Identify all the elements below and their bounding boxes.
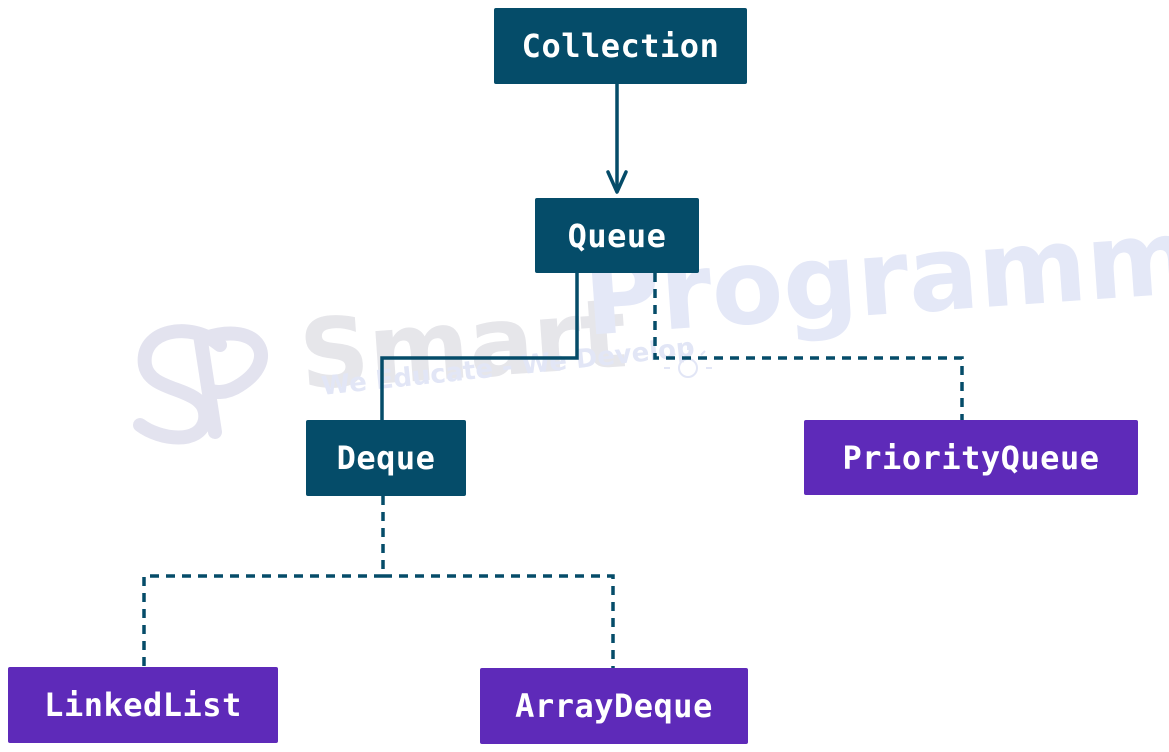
node-linkedlist: LinkedList xyxy=(8,667,278,743)
node-priorityqueue-label: PriorityQueue xyxy=(842,438,1100,477)
node-queue: Queue xyxy=(535,198,699,273)
edge-priorityqueue-implements-queue xyxy=(653,273,964,420)
node-deque: Deque xyxy=(306,420,466,496)
node-linkedlist-label: LinkedList xyxy=(44,686,242,724)
edge-deque-extends-queue xyxy=(380,273,579,420)
node-collection: Collection xyxy=(494,8,747,84)
node-queue-label: Queue xyxy=(567,216,667,255)
node-arraydeque-label: ArrayDeque xyxy=(515,687,713,725)
arrowhead-icon xyxy=(606,170,628,194)
edge-arraydeque-implements-deque xyxy=(383,574,615,668)
node-arraydeque: ArrayDeque xyxy=(480,668,748,744)
node-deque-label: Deque xyxy=(336,439,436,477)
node-collection-label: Collection xyxy=(521,27,720,65)
edge-linkedlist-implements-deque xyxy=(142,574,383,667)
node-priorityqueue: PriorityQueue xyxy=(804,420,1138,495)
